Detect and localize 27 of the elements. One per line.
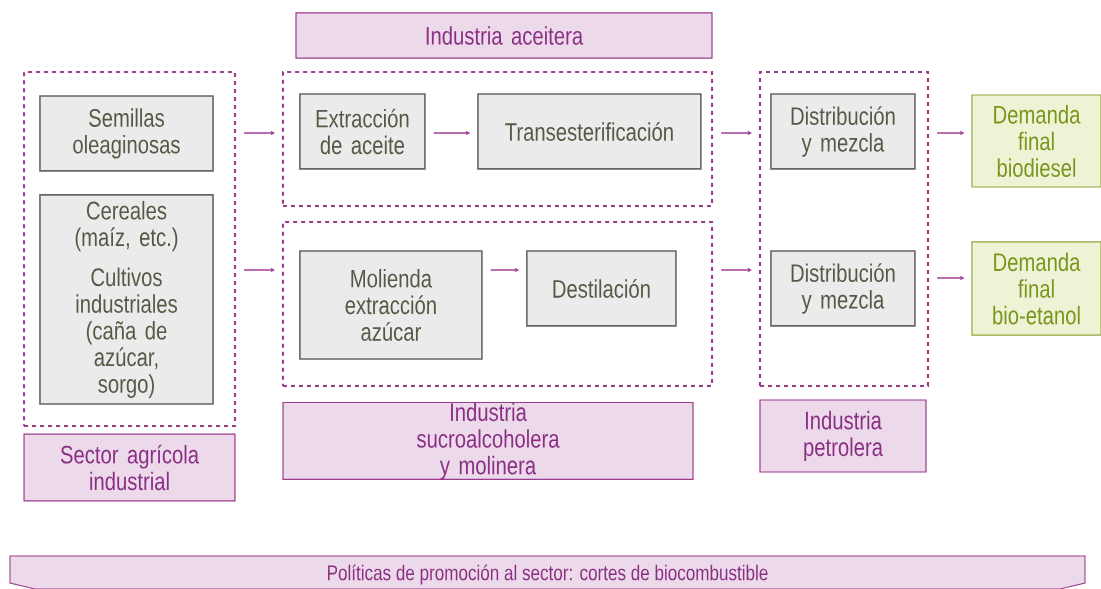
sector-label-box: Sector agrícola industrial bbox=[23, 433, 236, 502]
sector-label-box: Industria aceitera bbox=[295, 12, 713, 59]
dashed-group-box bbox=[281, 220, 714, 388]
policy-banner: Políticas de promoción al sector: cortes de biocombustible bbox=[9, 555, 1086, 589]
arrow bbox=[489, 268, 519, 272]
process-box: Molienda extracción azúcar bbox=[299, 250, 483, 360]
demand-box: Demanda final bio-etanol bbox=[971, 241, 1101, 336]
arrow bbox=[243, 131, 275, 135]
process-box: Semillas oleaginosas bbox=[39, 95, 214, 172]
arrow bbox=[433, 131, 470, 135]
process-box: Extracción de aceite bbox=[299, 93, 426, 170]
sector-label-box: Industria sucroalcoholera y molinera bbox=[282, 401, 694, 481]
process-box: Distribución y mezcla bbox=[770, 93, 916, 170]
arrow bbox=[720, 131, 752, 135]
process-box: Transesterificación bbox=[477, 93, 702, 170]
dashed-group-box bbox=[758, 70, 930, 388]
arrow bbox=[936, 276, 965, 280]
demand-box: Demanda final biodiesel bbox=[971, 94, 1101, 188]
arrow bbox=[720, 268, 752, 272]
process-box: Cereales (maíz, etc.) Cultivos industriales (caña de azúcar, sorgo) bbox=[39, 194, 214, 405]
arrow bbox=[243, 268, 275, 272]
arrow bbox=[936, 131, 965, 135]
dashed-group-box bbox=[281, 70, 714, 208]
process-box: Destilación bbox=[526, 250, 677, 327]
sector-label-box: Industria petrolera bbox=[759, 399, 927, 473]
process-box: Distribución y mezcla bbox=[770, 250, 916, 327]
dashed-group-box bbox=[22, 70, 237, 428]
